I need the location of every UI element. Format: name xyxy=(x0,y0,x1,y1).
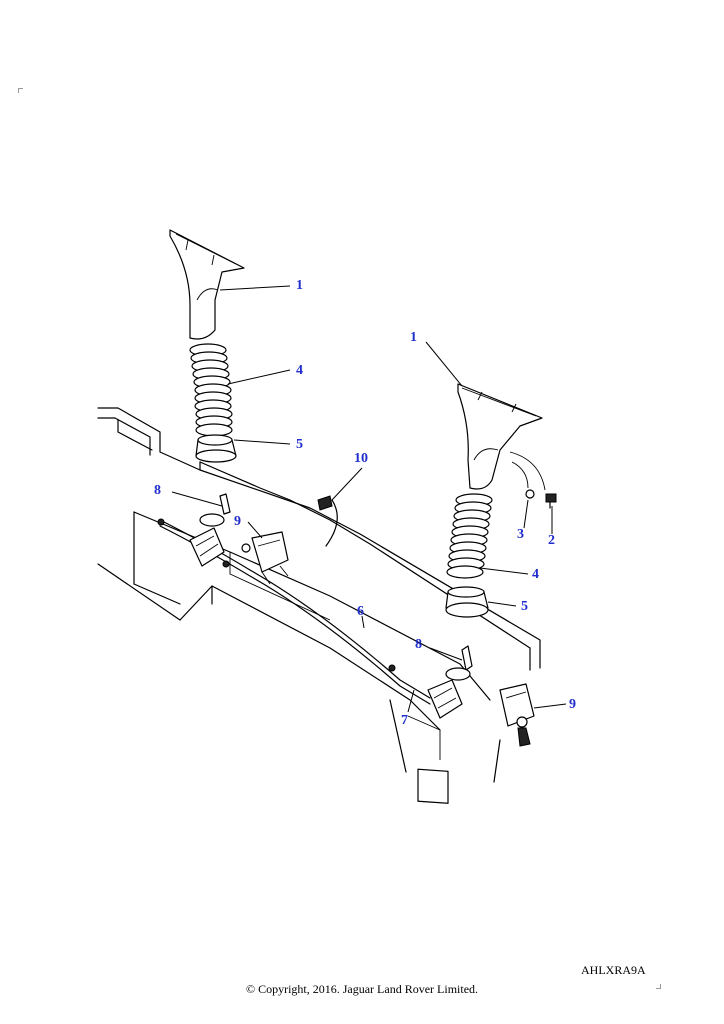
right-duct-assembly xyxy=(445,383,557,618)
left-bellows-hose xyxy=(189,343,233,437)
left-duct-assembly xyxy=(169,229,245,463)
callout-10: 10 xyxy=(354,451,368,466)
screw xyxy=(545,493,557,503)
callout-6: 6 xyxy=(357,604,364,619)
callout-1-right: 1 xyxy=(410,330,417,345)
cable xyxy=(157,518,431,705)
crop-mark-bottom-right xyxy=(656,984,661,989)
callout-3: 3 xyxy=(517,527,524,542)
callout-8-right: 8 xyxy=(415,637,422,652)
right-bellows-hose xyxy=(446,493,493,579)
washer xyxy=(525,489,535,499)
callout-4-left: 4 xyxy=(296,363,303,378)
callout-5-left: 5 xyxy=(296,437,303,452)
left-vent-parts xyxy=(189,493,289,585)
callout-2: 2 xyxy=(548,533,555,548)
callout-1-left: 1 xyxy=(296,278,303,293)
callout-9-right: 9 xyxy=(569,697,576,712)
right-vent-parts xyxy=(427,645,535,747)
callout-4-right: 4 xyxy=(532,567,539,582)
callout-leaders xyxy=(171,285,567,713)
callout-5-right: 5 xyxy=(521,599,528,614)
callout-labels: 1 4 5 1 10 8 9 3 2 4 5 6 8 7 9 xyxy=(154,278,576,728)
callout-8-left: 8 xyxy=(154,483,161,498)
callout-9-left: 9 xyxy=(234,514,241,529)
screw-10 xyxy=(317,495,338,547)
copyright-notice: © Copyright, 2016. Jaguar Land Rover Lim… xyxy=(245,982,479,996)
crop-mark-top-left xyxy=(18,88,23,93)
reference-code: AHLXRA9A xyxy=(581,963,646,977)
callout-7: 7 xyxy=(401,713,408,728)
